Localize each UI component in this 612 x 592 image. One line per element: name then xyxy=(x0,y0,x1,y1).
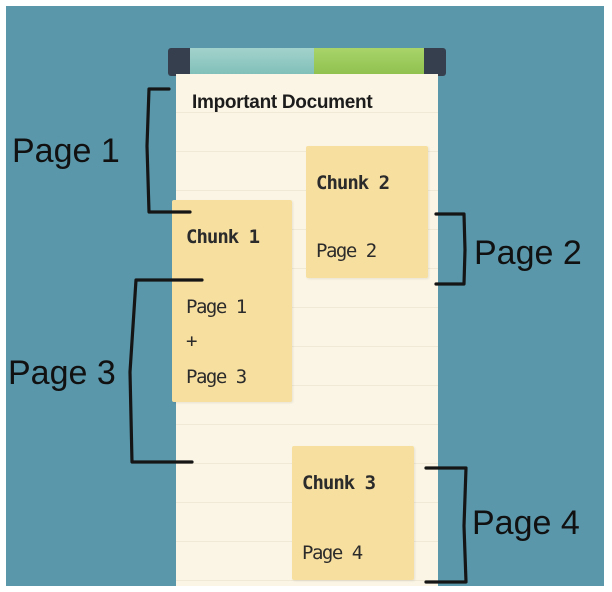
chunk-1-line-page-3: Page 3 xyxy=(186,366,247,388)
bracket-page-4 xyxy=(424,466,468,584)
chunk-1-note: Chunk 1 Page 1 + Page 3 xyxy=(172,200,292,402)
bracket-label-page-2: Page 2 xyxy=(474,234,582,272)
scroll-bar-right-cap xyxy=(424,48,446,76)
chunk-2-note: Chunk 2 Page 2 xyxy=(306,146,428,278)
bracket-label-page-4: Page 4 xyxy=(472,504,580,542)
scroll-bar-left-cap xyxy=(168,48,190,76)
chunk-3-title: Chunk 3 xyxy=(302,472,376,494)
bracket-label-page-1: Page 1 xyxy=(12,132,120,170)
chunk-3-line-page-4: Page 4 xyxy=(302,542,363,564)
bracket-page-1 xyxy=(145,87,192,214)
diagram-canvas: Important Document Chunk 1 Page 1 + Page… xyxy=(6,6,604,586)
bracket-lines xyxy=(128,87,468,584)
chunk-3-note: Chunk 3 Page 4 xyxy=(292,446,414,580)
chunk-1-line-plus: + xyxy=(186,330,197,352)
document-scroll-bar xyxy=(168,48,446,76)
document-title: Important Document xyxy=(192,92,373,113)
scroll-bar-green-segment xyxy=(314,48,424,76)
bracket-page-3 xyxy=(128,278,204,464)
chunk-2-title: Chunk 2 xyxy=(316,172,390,194)
bracket-page-2 xyxy=(434,212,467,286)
chunk-2-line-page-2: Page 2 xyxy=(316,240,377,262)
scroll-bar-teal-segment xyxy=(190,48,314,76)
chunk-1-title: Chunk 1 xyxy=(186,226,260,248)
bracket-label-page-3: Page 3 xyxy=(8,354,116,392)
chunk-1-line-page-1: Page 1 xyxy=(186,296,247,318)
